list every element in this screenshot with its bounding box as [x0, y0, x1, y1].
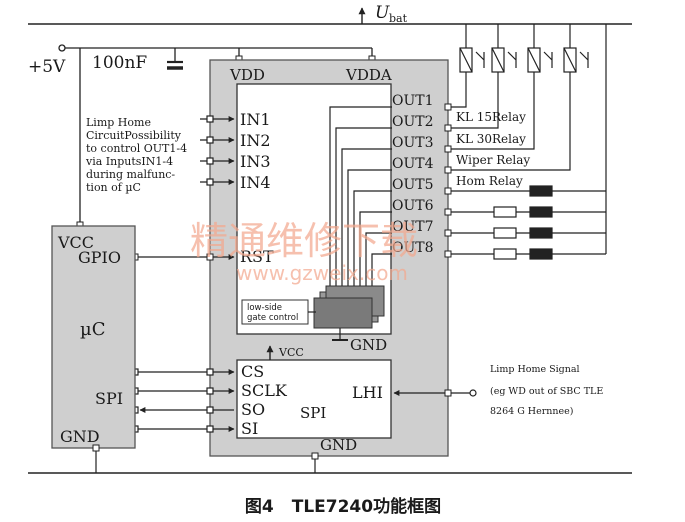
watermark-cn: 精通维修下载: [190, 219, 418, 263]
in2-label: IN2: [240, 131, 271, 150]
limp-note-line: via InputsIN1-4: [85, 155, 173, 168]
rst-label: RST: [240, 247, 274, 266]
input-pins: IN1 IN2 IN3 IN4: [200, 110, 271, 192]
internal-output-wiring: [329, 106, 392, 300]
mcu-spi-label: SPI: [95, 389, 123, 408]
limp-signal-line: Limp Home Signal: [490, 364, 580, 375]
chip-gnd-pin: [311, 452, 319, 460]
chip-gnd-label: GND: [320, 436, 357, 454]
plus5v-label: +5V: [28, 57, 66, 77]
limp-home-note: Limp Home CircuitPossibility to control …: [85, 116, 187, 194]
spi-vcc-label: VCC: [278, 346, 304, 359]
mcu-gnd-label: GND: [60, 427, 100, 446]
core-gnd-label: GND: [350, 336, 387, 354]
relay-label-kl30: KL 30Relay: [456, 132, 526, 146]
gate-control-line1: low-side: [247, 303, 282, 313]
out6-label: OUT6: [392, 198, 434, 214]
out8-label: OUT8: [392, 240, 434, 256]
limp-home-signal-note: Limp Home Signal (eg WD out of SBC TLE 8…: [490, 364, 603, 417]
limp-signal-line: (eg WD out of SBC TLE: [490, 386, 603, 397]
lowside-fet-array: [313, 285, 385, 329]
mcu-vcc-label: VCC: [57, 233, 94, 252]
relay-label-horn: Hom Relay: [456, 174, 523, 188]
out1-label: OUT1: [392, 93, 434, 109]
limp-note-line: Limp Home: [86, 116, 151, 129]
out7-label: OUT7: [392, 219, 434, 235]
limp-note-line: tion of µC: [86, 181, 141, 194]
relay-label-wiper: Wiper Relay: [456, 153, 530, 167]
limp-note-line: to control OUT1-4: [86, 142, 187, 155]
gate-control-box: [241, 299, 309, 325]
lhi-terminal: [469, 389, 477, 397]
lhi-pin: [444, 389, 452, 397]
output-labels: OUT1 OUT2 OUT3 OUT4 OUT5 OUT6 OUT7 OUT8: [392, 93, 434, 256]
so-label: SO: [241, 400, 265, 419]
sclk-label: SCLK: [241, 381, 288, 400]
driver-core-block: [236, 83, 392, 335]
spi-pin-labels: CS SCLK SO SI: [241, 362, 288, 438]
plus5v-node: [58, 44, 66, 52]
limp-note-line: CircuitPossibility: [86, 129, 182, 142]
spi-block: [236, 359, 392, 439]
mcu-gpio-label: GPIO: [78, 248, 121, 267]
resistive-loads: [451, 24, 607, 260]
rst-pin: [206, 253, 214, 261]
lhi-label: LHI: [352, 383, 383, 402]
relay-label-kl15: KL 15Relay: [456, 110, 526, 124]
out3-label: OUT3: [392, 135, 434, 151]
watermark-url: www.gzweix.com: [236, 261, 408, 285]
si-label: SI: [241, 419, 258, 438]
relay-loads: [451, 24, 589, 171]
limp-note-line: during malfunc-: [86, 168, 175, 181]
out2-label: OUT2: [392, 114, 434, 130]
in1-label: IN1: [240, 110, 271, 129]
cap-label: 100nF: [92, 53, 147, 73]
relay-labels: KL 15Relay KL 30Relay Wiper Relay Hom Re…: [456, 110, 530, 188]
limp-signal-line: 8264 G Hernnee): [490, 406, 573, 417]
in4-label: IN4: [240, 173, 271, 192]
microcontroller-block: [51, 225, 136, 449]
cs-label: CS: [241, 362, 264, 381]
out5-label: OUT5: [392, 177, 434, 193]
ubat-label: U: [375, 3, 390, 23]
out4-label: OUT4: [392, 156, 434, 172]
ubat-subscript: bat: [389, 12, 408, 25]
mcu-name-label: µC: [80, 319, 105, 340]
gate-control-line2: gate control: [247, 313, 298, 323]
spi-block-label: SPI: [300, 404, 326, 422]
in3-label: IN3: [240, 152, 271, 171]
vdda-label: VDDA: [345, 66, 392, 84]
vdd-label: VDD: [229, 66, 265, 84]
mcu-gnd-pin: [92, 444, 100, 452]
